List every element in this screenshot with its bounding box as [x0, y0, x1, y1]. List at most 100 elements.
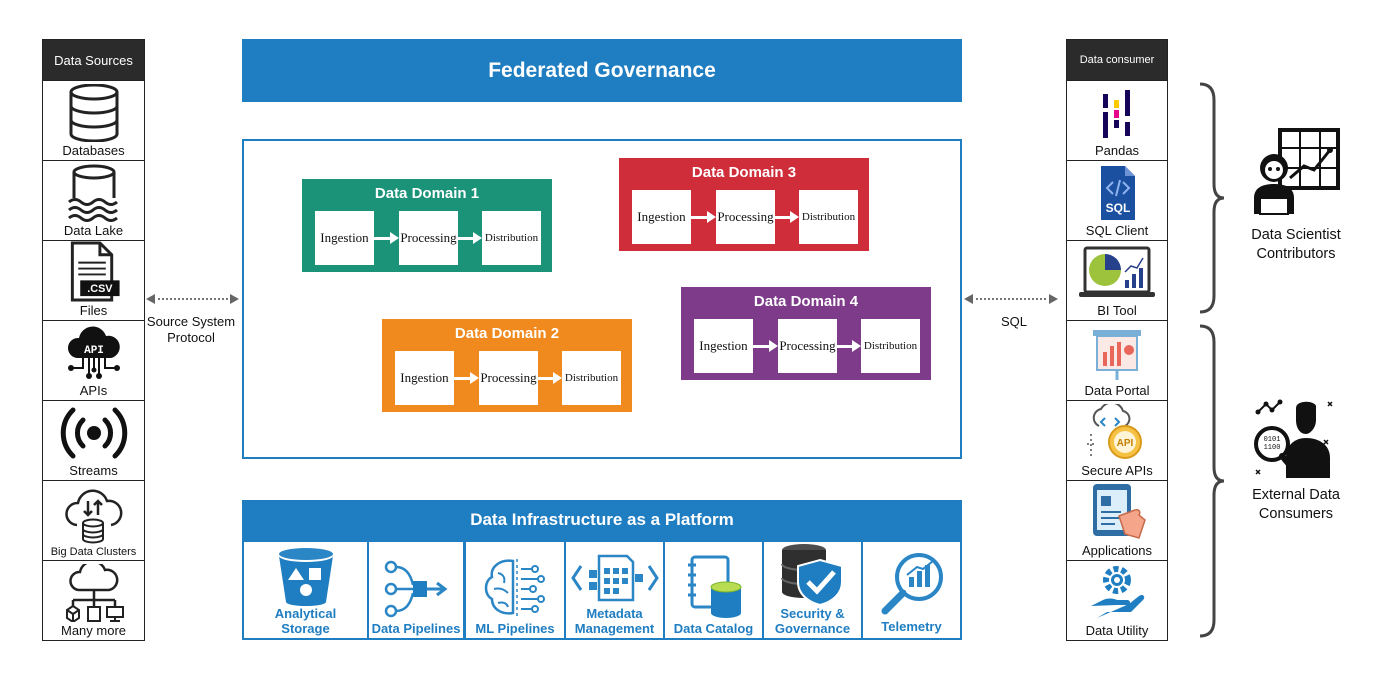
brace-external-consumers [1199, 324, 1225, 638]
platform-label-line2: Storage [281, 621, 330, 636]
domain-title: Data Domain 3 [691, 164, 797, 181]
platform-telemetry[interactable]: Telemetry [863, 542, 960, 638]
source-files[interactable]: .CSV Files [43, 240, 144, 320]
source-databases[interactable]: Databases [43, 80, 144, 160]
domain-step-processing[interactable]: Processing [716, 190, 775, 244]
source-protocol-line2: Protocol [167, 330, 215, 345]
platform-label-line1: ML Pipelines [475, 621, 555, 636]
data-sources-column: Data Sources Databases Data Lake .CSV Fi… [42, 39, 145, 641]
consumer-sql-client[interactable]: SQL SQL Client [1067, 160, 1167, 240]
domain-step-distribution[interactable]: Distribution [799, 190, 858, 244]
platform-data-catalog[interactable]: Data Catalog [665, 542, 762, 638]
source-big-data-clusters[interactable]: Big Data Clusters [43, 480, 144, 560]
svg-text:1100: 1100 [1264, 444, 1281, 452]
csv-file-icon: .CSV [70, 241, 120, 302]
external-consumer-icon: 0101 1100 [1254, 399, 1333, 478]
consumer-data-portal[interactable]: Data Portal [1067, 320, 1167, 400]
tablet-touch-icon [1093, 484, 1146, 539]
domain-step-ingestion[interactable]: Ingestion [632, 190, 691, 244]
consumer-pandas[interactable]: Pandas [1067, 80, 1167, 160]
platform-label: ML Pipelines [475, 621, 554, 636]
data-sources-header: Data Sources [43, 40, 144, 80]
data-domain-4[interactable]: Data Domain 4 Ingestion Processing Distr… [681, 287, 931, 380]
source-protocol-line1: Source System [146, 314, 236, 329]
consumer-label: Applications [1081, 543, 1153, 558]
platform-label-line1: Analytical [274, 606, 337, 621]
source-many-more[interactable]: Many more [43, 560, 144, 640]
data-portal-icon [1093, 330, 1141, 380]
group-label-line1: Data Scientist [1251, 227, 1341, 243]
platform-label: Metadata Management [575, 606, 654, 636]
consumer-label: Data Utility [1085, 623, 1149, 638]
stream-broadcast-icon [60, 407, 127, 459]
domain-step-ingestion[interactable]: Ingestion [395, 351, 454, 405]
platform-label: Data Pipelines [372, 621, 461, 636]
api-badge: API [1117, 438, 1134, 449]
flow-arrow-icon [753, 340, 778, 352]
platform-analytical-storage[interactable]: Analytical Storage [244, 542, 367, 638]
source-label: Big Data Clusters [50, 546, 137, 558]
arrowhead-right-icon [230, 294, 239, 304]
platform-data-pipelines[interactable]: Data Pipelines [369, 542, 463, 638]
domain-title: Data Domain 2 [454, 325, 560, 342]
flow-arrow-icon [775, 211, 799, 223]
brain-circuit-icon [484, 559, 545, 617]
telemetry-magnifier-icon [881, 553, 943, 615]
sql-client-icon: SQL [1101, 166, 1135, 220]
platform-title: Data Infrastructure as a Platform [470, 510, 734, 529]
group-label-line1: External Data [1252, 487, 1340, 503]
platform-label-line2: Governance [774, 621, 851, 636]
consumer-bi-tool[interactable]: BI Tool [1067, 240, 1167, 320]
source-label: Many more [60, 623, 127, 638]
gear-hand-icon [1091, 566, 1145, 618]
platform-label-line1: Data Catalog [673, 621, 754, 636]
source-label: Streams [69, 463, 118, 478]
arrowhead-left-icon [146, 294, 155, 304]
api-cloud-icon: API [67, 326, 120, 379]
domain-step-distribution[interactable]: Distribution [562, 351, 621, 405]
domain-step-distribution[interactable]: Distribution [861, 319, 920, 373]
consumer-label: Data Portal [1084, 383, 1150, 398]
source-data-lake[interactable]: Data Lake [43, 160, 144, 240]
platform-label: Security & Governance [775, 606, 850, 636]
domain-step-processing[interactable]: Processing [479, 351, 538, 405]
data-consumer-column: Data consumer Pandas SQL SQL Client [1066, 39, 1168, 641]
domain-step-processing[interactable]: Processing [399, 211, 458, 265]
data-domain-2[interactable]: Data Domain 2 Ingestion Processing Distr… [382, 319, 632, 412]
catalog-icon [687, 555, 741, 618]
api-badge: API [84, 345, 104, 357]
platform-metadata-management[interactable]: Metadata Management [566, 542, 663, 638]
group-label-line2: Consumers [1258, 506, 1334, 522]
source-label: Files [79, 303, 108, 318]
domain-step-distribution[interactable]: Distribution [482, 211, 541, 265]
data-scientist-label: Data Scientist Contributors [1232, 226, 1360, 264]
consumer-label: SQL Client [1085, 223, 1149, 238]
analytical-storage-icon [278, 548, 333, 606]
platform-ml-pipelines[interactable]: ML Pipelines [466, 542, 564, 638]
domain-step-ingestion[interactable]: Ingestion [694, 319, 753, 373]
domain-step-ingestion[interactable]: Ingestion [315, 211, 374, 265]
source-apis[interactable]: API APIs [43, 320, 144, 400]
source-streams[interactable]: Streams [43, 400, 144, 480]
group-label-line2: Contributors [1256, 246, 1336, 262]
database-icon [69, 84, 118, 142]
platform-label-line2: Management [574, 621, 655, 636]
consumer-applications[interactable]: Applications [1067, 480, 1167, 560]
secure-api-icon: API [1087, 404, 1142, 459]
data-domain-1[interactable]: Data Domain 1 Ingestion Processing Distr… [302, 179, 552, 272]
consumer-secure-apis[interactable]: API Secure APIs [1067, 400, 1167, 480]
flow-arrow-icon [691, 211, 716, 223]
platform-label-line1: Telemetry [881, 619, 942, 634]
consumer-data-utility[interactable]: Data Utility [1067, 560, 1167, 640]
data-domain-3[interactable]: Data Domain 3 Ingestion Processing Distr… [619, 158, 869, 251]
data-lake-icon [67, 164, 118, 222]
platform-label-line1: Metadata [586, 606, 643, 621]
source-label: APIs [79, 383, 108, 398]
platform-security-governance[interactable]: Security & Governance [764, 542, 861, 638]
domain-step-processing[interactable]: Processing [778, 319, 837, 373]
platform-label-line1: Data Pipelines [371, 621, 461, 636]
arrowhead-left-icon [964, 294, 973, 304]
domain-title: Data Domain 4 [753, 293, 859, 310]
brace-data-scientist [1199, 82, 1225, 314]
cloud-cluster-icon [64, 489, 122, 544]
